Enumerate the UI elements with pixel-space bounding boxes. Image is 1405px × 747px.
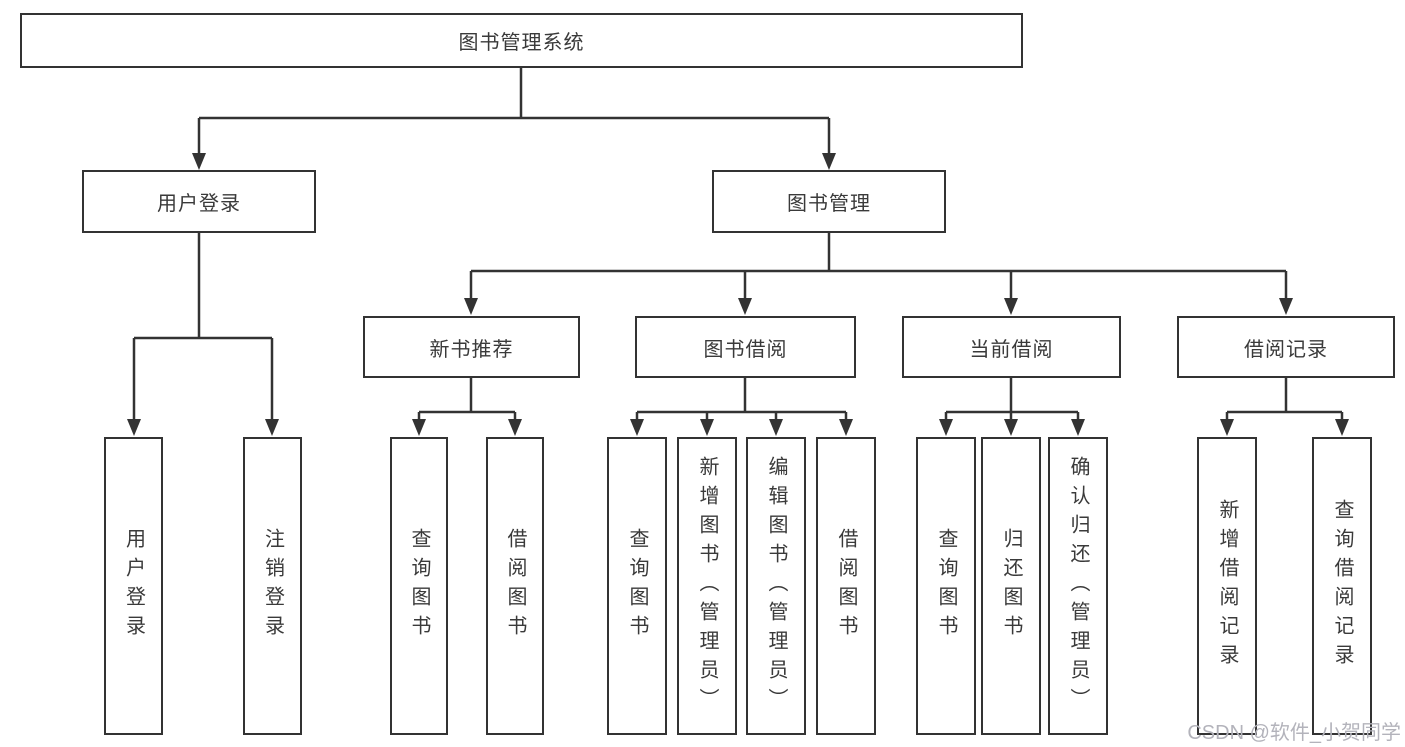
node-borrow-book: 借阅图书 <box>486 437 544 735</box>
node-label: 借阅图书 <box>504 528 526 644</box>
node-confirm-return-admin: 确认归还（管理员） <box>1048 437 1108 735</box>
node-label: 新增图书（管理员） <box>696 455 718 717</box>
node-label: 归还图书 <box>1000 528 1022 644</box>
arrowheads <box>127 153 1349 436</box>
node-borrowing-records: 借阅记录 <box>1177 316 1395 378</box>
node-book-management-branch: 图书管理 <box>712 170 946 233</box>
node-book-borrowing: 图书借阅 <box>635 316 856 378</box>
node-query-books: 查询图书 <box>390 437 448 735</box>
node-label: 借阅记录 <box>1244 338 1328 361</box>
node-logout-leaf: 注销登录 <box>243 437 302 735</box>
node-label: 图书管理系统 <box>458 32 585 54</box>
node-query-books: 查询图书 <box>916 437 976 735</box>
node-system-root: 图书管理系统 <box>20 13 1023 68</box>
watermark: CSDN @软件_小贺同学 <box>1187 722 1401 744</box>
node-label: 查询借阅记录 <box>1331 499 1353 673</box>
node-label: 确认归还（管理员） <box>1067 455 1089 717</box>
node-label: 用户登录 <box>157 193 241 215</box>
node-label: 查询图书 <box>408 528 430 644</box>
node-label: 新书推荐 <box>429 338 514 361</box>
node-add-book-admin: 新增图书（管理员） <box>677 437 737 735</box>
node-user-login-leaf: 用户登录 <box>104 437 163 735</box>
node-label: 编辑图书（管理员） <box>765 455 787 717</box>
node-label: 注销登录 <box>261 528 284 644</box>
node-edit-book-admin: 编辑图书（管理员） <box>746 437 806 735</box>
node-label: 查询图书 <box>935 528 957 644</box>
node-user-login-branch: 用户登录 <box>82 170 316 233</box>
node-borrow-book: 借阅图书 <box>816 437 876 735</box>
node-new-book-recommend: 新书推荐 <box>363 316 580 378</box>
node-label: 新增借阅记录 <box>1216 499 1238 673</box>
node-label: 图书借阅 <box>703 338 788 361</box>
node-label: 当前借阅 <box>969 338 1054 361</box>
node-query-borrow-record: 查询借阅记录 <box>1312 437 1372 735</box>
node-add-borrow-record: 新增借阅记录 <box>1197 437 1257 735</box>
node-current-borrowing: 当前借阅 <box>902 316 1121 378</box>
node-label: 查询图书 <box>626 528 648 644</box>
node-return-book: 归还图书 <box>981 437 1041 735</box>
node-query-books: 查询图书 <box>607 437 667 735</box>
node-label: 借阅图书 <box>835 528 857 644</box>
node-label: 图书管理 <box>787 193 871 215</box>
node-label: 用户登录 <box>122 528 145 644</box>
